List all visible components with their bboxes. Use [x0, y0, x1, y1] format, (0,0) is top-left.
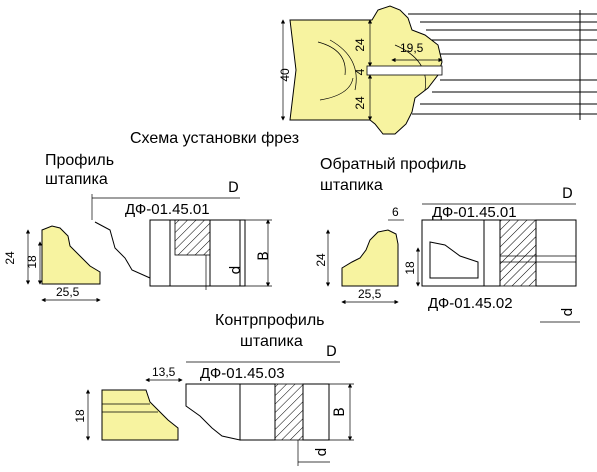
scheme-title: Схема установки фрез — [130, 130, 299, 147]
profile-shape — [41, 225, 101, 285]
dim-24-upper: 24 — [353, 38, 367, 52]
top-gap — [366, 65, 443, 76]
profile-dim-18: 18 — [25, 255, 39, 269]
dim-4: 4 — [353, 68, 367, 75]
counter-hatch — [274, 383, 304, 441]
profile-sym-B: B — [256, 251, 272, 261]
reverse-title-2: штапика — [320, 177, 383, 194]
top-arc-4 — [394, 44, 426, 91]
top-scheme: 40 24 4 24 19,5 — [278, 5, 597, 135]
dim-24-lower: 24 — [353, 96, 367, 110]
reverse-dim-18: 18 — [403, 261, 417, 275]
counter-dim-13-5: 13,5 — [152, 365, 176, 379]
reverse-cutter-shank — [535, 219, 577, 287]
profile-sym-d: d — [228, 266, 244, 275]
reverse-cutter-profile — [429, 241, 479, 279]
counter-title-2: штапика — [240, 333, 303, 350]
reverse-cutter-code-2: ДФ-01.45.02 — [428, 295, 513, 312]
profile-section: Профиль штапика 24 18 25,5 D ДФ-01.45.01… — [3, 152, 272, 303]
counter-cutter-code: ДФ-01.45.03 — [200, 365, 285, 382]
counter-profile-shape — [101, 389, 179, 441]
counter-cutter-outline — [185, 383, 241, 441]
profile-title-1: Профиль — [45, 152, 114, 169]
reverse-profile-shape — [341, 229, 399, 287]
top-workpiece — [408, 10, 597, 120]
profile-cutter-code: ДФ-01.45.01 — [125, 201, 210, 218]
counter-title-1: Контрпрофиль — [215, 312, 325, 329]
top-arc-1 — [317, 41, 346, 76]
counter-sym-B: B — [332, 407, 348, 417]
dim-40: 40 — [278, 68, 292, 82]
top-arc-3 — [319, 77, 354, 101]
profile-hatch — [174, 219, 211, 256]
reverse-sym-D: D — [562, 186, 573, 202]
profile-title-2: штапика — [45, 171, 108, 188]
reverse-title-1: Обратный профиль — [320, 156, 466, 173]
dim-19-5: 19,5 — [400, 41, 424, 55]
reverse-dim-25-5: 25,5 — [358, 287, 382, 301]
profile-dim-25-5: 25,5 — [56, 285, 80, 299]
reverse-hatch — [499, 219, 537, 287]
reverse-profile-section: Обратный профиль штапика 24 25,5 6 D ДФ-… — [314, 156, 580, 323]
profile-dim-24: 24 — [3, 251, 17, 265]
top-cutter-body — [289, 5, 443, 135]
counter-dim-18: 18 — [73, 409, 87, 423]
profile-sym-D: D — [228, 180, 239, 196]
counter-sym-D: D — [326, 344, 337, 360]
reverse-sym-d: d — [560, 308, 576, 317]
top-arc-2 — [329, 39, 357, 91]
counter-sym-d: d — [314, 448, 330, 457]
reverse-dim-6: 6 — [392, 205, 399, 219]
reverse-cutter-outline — [421, 219, 501, 287]
reverse-dim-24: 24 — [314, 253, 328, 267]
reverse-cutter-code-1: ДФ-01.45.01 — [432, 204, 517, 221]
counter-profile-section: Контрпрофиль штапика 18 13,5 D ДФ-01.45.… — [73, 312, 354, 466]
